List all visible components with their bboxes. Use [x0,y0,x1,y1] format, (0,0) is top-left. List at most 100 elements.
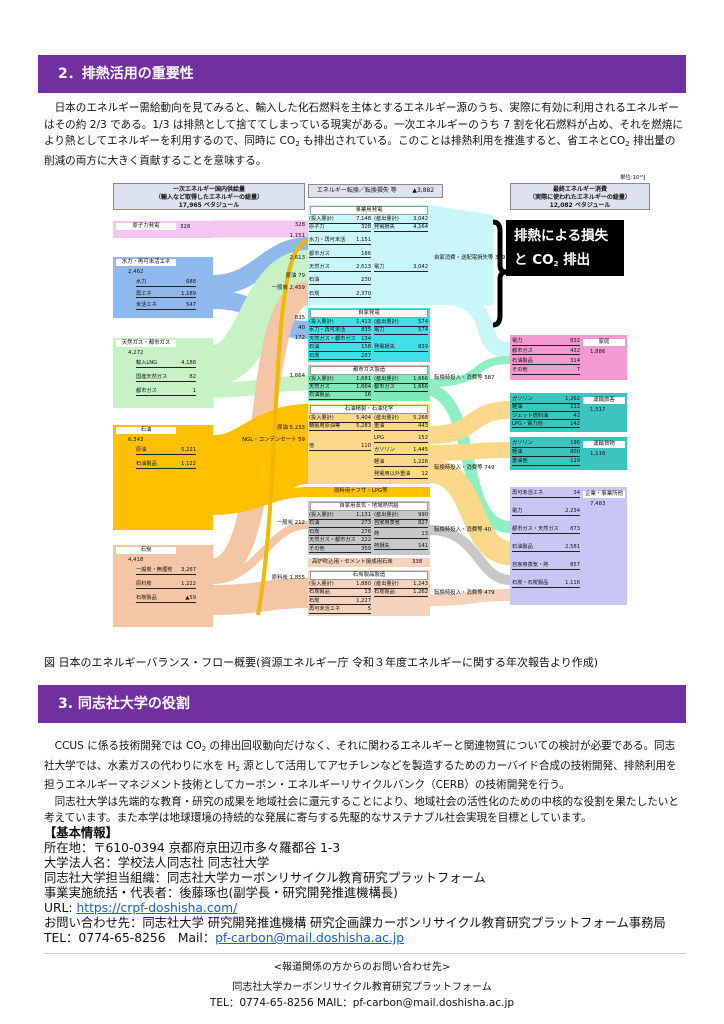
row-value: 574 [418,327,428,333]
source-block-hydro [113,257,213,318]
row-label: 石炭・石炭製品 [512,580,549,586]
row-label: LPG [374,435,385,441]
row-value: 230 [361,277,371,284]
loss-label: 転換時投入・消費等 40 [434,527,492,533]
final-name: 運輸旅客 [583,397,625,404]
row-value: 12 [421,471,428,477]
divider [44,953,686,954]
row-value: 3,267 [181,567,196,573]
row-value: 7,148 [356,216,371,222]
row-label: 軽油 [512,449,523,455]
row-value: 186 [361,250,371,257]
naphtha-label: 原料用ナフサ・LPG等 [334,488,388,494]
row-value: 142 [570,420,580,427]
body-text: 日本のエネルギー需給動向を見てみると、輸入した化石燃料を主体とするエネルギー源の… [44,102,683,147]
callout-text: と CO [514,252,554,268]
footer-line-2: 同志社大学カーボンリサイクル教育研究プラットフォーム [232,982,492,993]
row-label: (投入量計) [309,581,334,587]
row-label: 石炭 [309,528,320,535]
callout-line: 排熱による損失 [514,228,609,244]
row-value: 574 [418,319,428,325]
mail-link[interactable]: pf-carbon@mail.doshisha.ac.jp [215,931,405,945]
loss-label: 転換時投入・消費等 749 [434,465,495,471]
row-value: 688 [186,279,196,285]
converter-refinery [308,404,430,484]
header-line: 12,082 ペタジュール [549,202,611,209]
row-value: 432 [570,347,580,354]
row-value: 1 [192,388,196,394]
subscript: 2 [235,764,240,773]
row-label: (産出量計) [374,319,399,325]
paragraph: 同志社大学は先端的な教育・研究の成果を地域社会に還元することにより、地域社会の活… [44,795,679,825]
converter-output-total: (産出量計)1,243 [374,581,428,589]
source-name: 石油 [116,427,176,434]
row-value: 443 [418,423,428,429]
url-label: URL: [44,901,77,915]
row-value: 82 [189,374,196,380]
subscript: 2 [625,140,630,148]
row-label: 発電損失 [374,224,395,230]
row-value: 1,189 [181,290,196,297]
info-contact: お問い合わせ先：同志社大学 研究開発推進機構 研究企画課カーボンリサイクル教育研… [44,916,666,930]
row-label: (投入量計) [309,415,334,421]
source-name: 原子力発電 [116,223,176,230]
row-value: 1,681 [356,376,371,382]
row-value: 2,581 [565,544,580,550]
row-value: 4,188 [181,360,196,366]
row-value: 3,042 [413,264,428,270]
row-value: 16 [364,392,371,398]
row-label: 精製用原油等 [309,423,341,429]
source-item: 輸入LNG 4,188 [136,360,196,368]
flow-label: 一般炭 2,459 [271,285,305,291]
row-label: 輸入LNG [136,360,158,366]
source-total: 6,343 [128,437,144,443]
row-value: 42 [573,412,580,419]
flow-citygas-business [427,384,511,533]
subscript: 2 [201,745,207,753]
body-text: も排出されている。このことは排熱利用を推進すると、省エネとCO [299,135,626,147]
row-label: 再可未活エネ [309,606,341,613]
row-label: ガソリン [374,447,395,453]
flow-citygas-final [429,356,511,387]
url-link[interactable]: https://crpf-doshisha.com/ [76,901,238,915]
row-value: 1,222 [181,581,196,587]
body-text: 排出量の削減の両方に大きく貢献することを意味する。 [44,135,676,167]
row-value: 13 [364,589,371,595]
section-3-body: CCUS に係る技術開発では CO2 の排出回収動向だけなく、それに関わるエネル… [44,738,684,827]
converter-output-total: (産出量計)3,042 [374,216,428,224]
row-label: 原料炭 [136,581,152,587]
flow-label: 2,613 [289,255,305,261]
source-item: 原料炭 1,222 [136,581,196,589]
converter-title: 都市ガス製造 [310,366,428,375]
final-total: 1,886 [590,349,606,355]
converter-input-total: (投入量計)1,681 [309,376,371,384]
blast-furnace-label: 高炉吹込用・セメント焼成用石炭 [312,559,393,565]
converter-output-total: (産出量計)5,268 [374,415,428,423]
final-name: 企業・事業所他 [583,491,625,498]
footer-line-3: TEL：0774-65-8256 MAIL：pf-carbon@mail.dos… [209,997,515,1009]
header-label: エネルギー転換／転換損失 等 [316,187,397,194]
converter-title: 自家発電 [310,309,428,318]
conversion-loss-header: エネルギー転換／転換損失 等▲3,882 [308,184,443,198]
footer-line-1: <報道関係の方からのお問い合わせ先> [273,962,451,973]
final-name: 運輸貨物 [583,441,625,448]
flow-bands [210,205,512,616]
info-address: 所在地：〒610-0394 京都府京田辺市多々羅都谷 1-3 [44,841,341,855]
blast-furnace-band [308,558,430,567]
row-value: 134 [361,335,371,342]
